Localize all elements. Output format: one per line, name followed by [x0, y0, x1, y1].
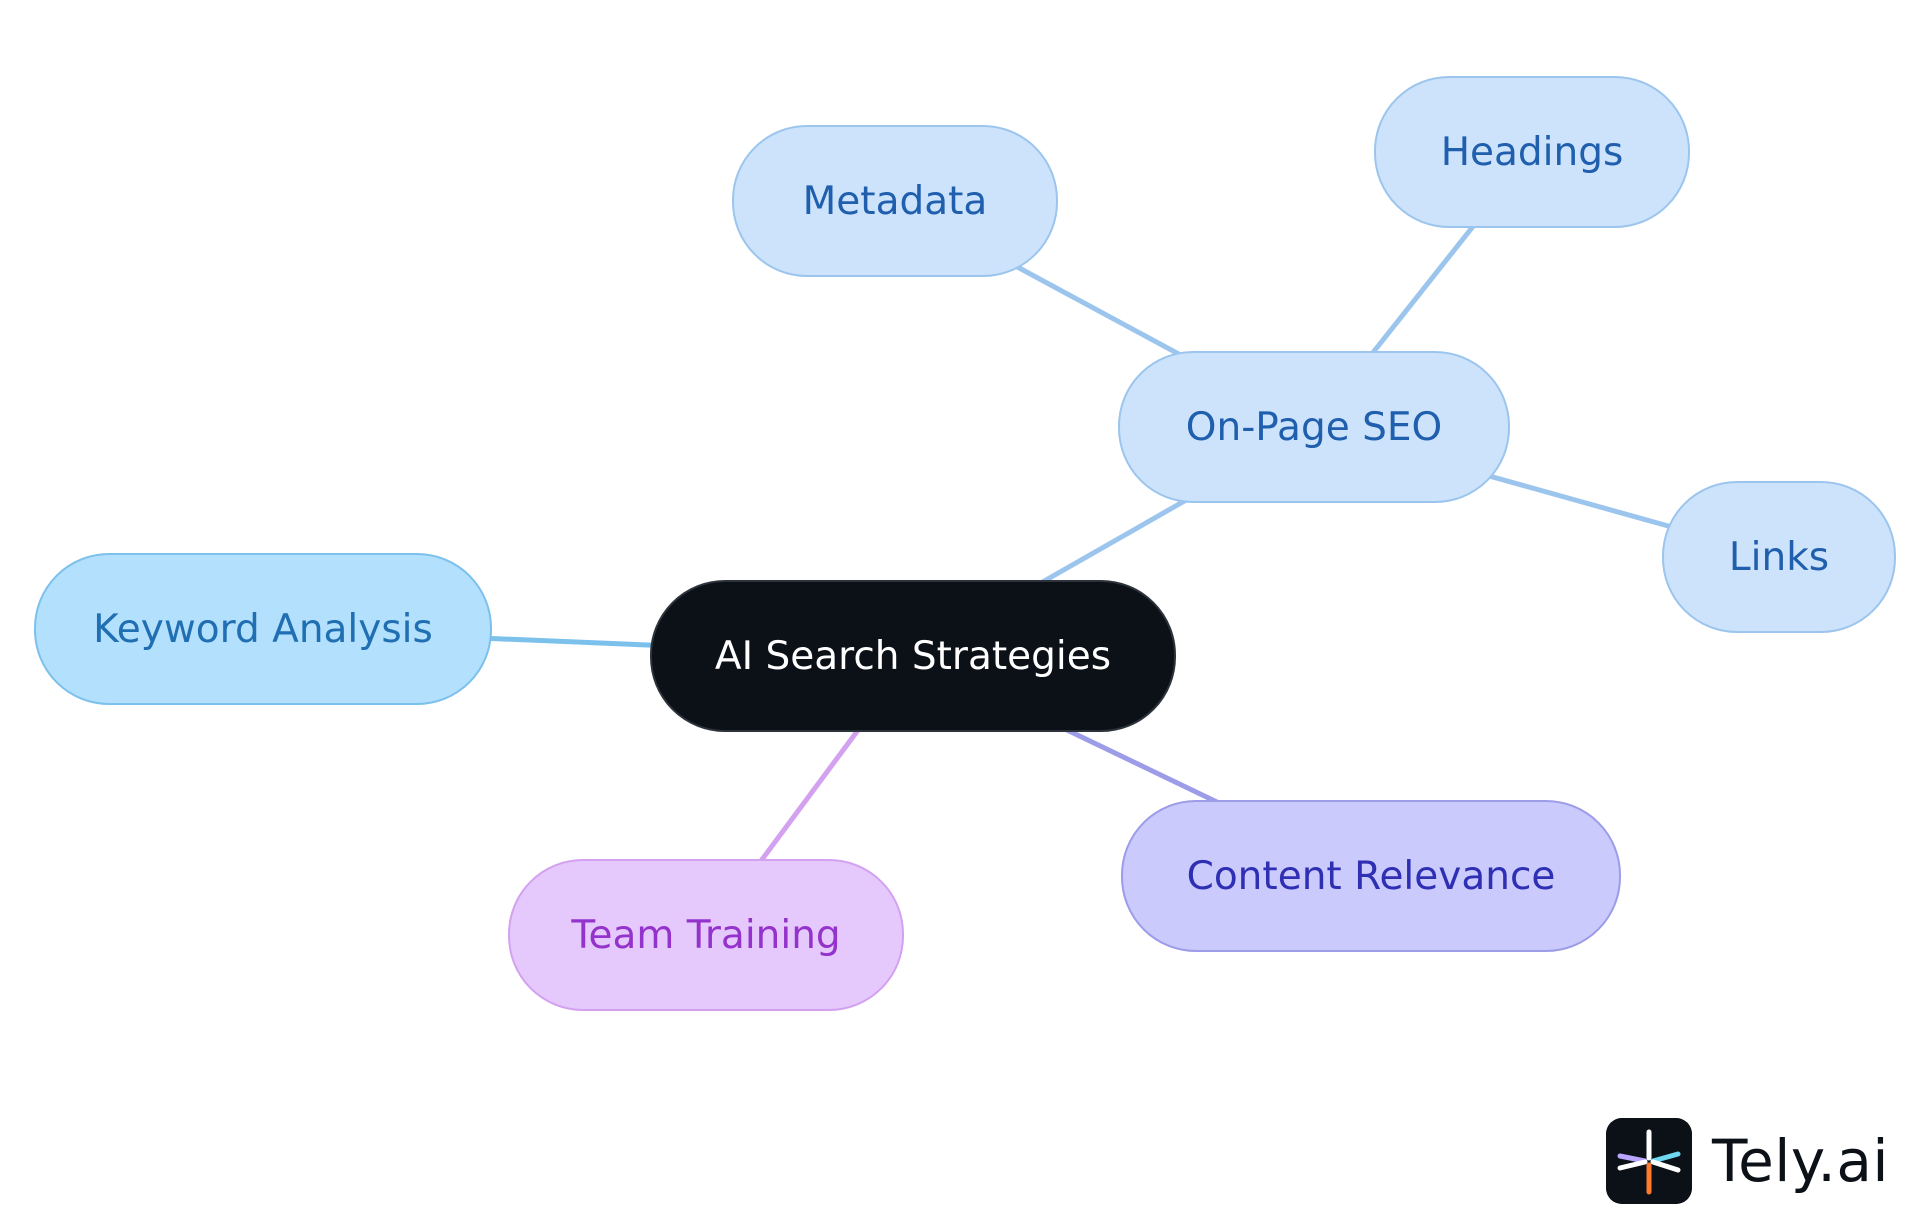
- node-label: Team Training: [571, 912, 841, 958]
- node-label: On-Page SEO: [1185, 404, 1443, 450]
- node-headings: Headings: [1374, 76, 1690, 228]
- tely-logo-icon: [1606, 1118, 1692, 1204]
- node-label: Metadata: [802, 178, 988, 224]
- node-content-relevance: Content Relevance: [1121, 800, 1621, 952]
- brand-logo: Tely.ai: [1606, 1118, 1889, 1204]
- node-label: Links: [1728, 534, 1830, 580]
- node-label: Content Relevance: [1186, 853, 1556, 899]
- node-on-page-seo: On-Page SEO: [1118, 351, 1510, 503]
- node-label: Keyword Analysis: [93, 606, 433, 652]
- node-ai-search-strategies: AI Search Strategies: [650, 580, 1176, 732]
- brand-name: Tely.ai: [1712, 1127, 1890, 1195]
- node-label: Headings: [1440, 129, 1624, 175]
- node-links: Links: [1662, 481, 1896, 633]
- node-metadata: Metadata: [732, 125, 1058, 277]
- node-team-training: Team Training: [508, 859, 904, 1011]
- node-label: AI Search Strategies: [714, 633, 1112, 679]
- node-keyword-analysis: Keyword Analysis: [34, 553, 492, 705]
